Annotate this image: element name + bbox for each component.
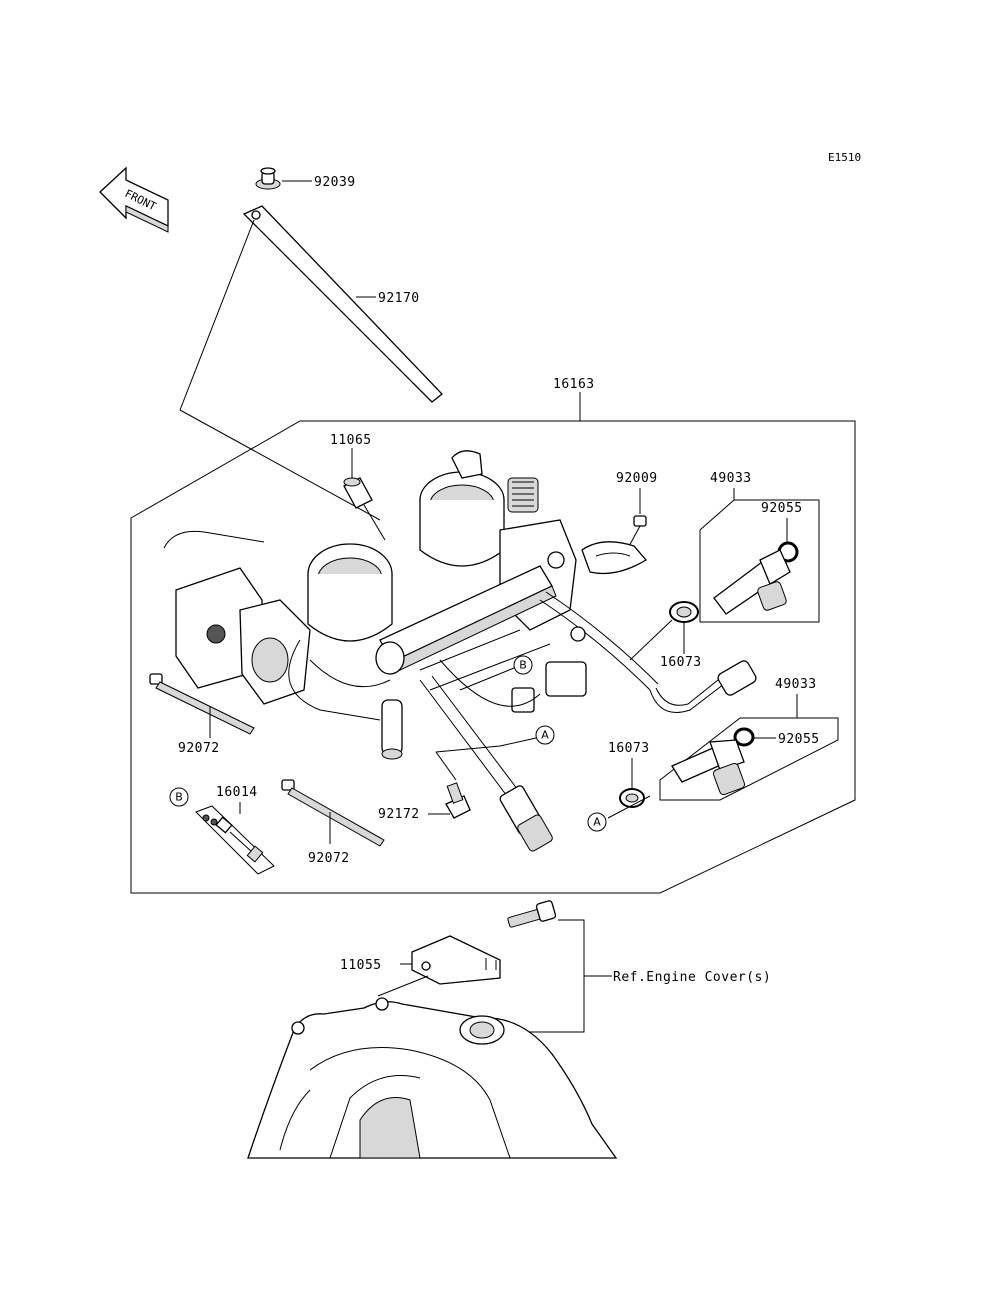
injector-49033-top [713, 549, 791, 615]
part-label-92055-top: 92055 [761, 501, 803, 516]
plug-11065 [343, 477, 373, 509]
part-label-16014: 16014 [216, 785, 258, 800]
part-label-16163: 16163 [553, 377, 595, 392]
injector-49033-bottom [671, 739, 746, 796]
screw-kit-16014 [202, 814, 264, 863]
bolt-11055 [507, 900, 557, 928]
engine-cover [247, 997, 618, 1159]
grommet-92039 [255, 167, 281, 190]
part-label-11065: 11065 [330, 433, 372, 448]
bracket-11055 [411, 935, 501, 985]
part-label-49033-top: 49033 [710, 471, 752, 486]
part-label-11055: 11055 [340, 958, 382, 973]
callout-b-lower: B [175, 791, 183, 804]
part-label-92009: 92009 [616, 471, 658, 486]
bolt-92009 [627, 515, 647, 549]
cable-tie-92072-left [149, 673, 255, 735]
part-label-16073-top: 16073 [660, 655, 702, 670]
front-arrow-icon: FRONT [99, 166, 169, 233]
part-label-92039: 92039 [314, 175, 356, 190]
strap-92170 [242, 205, 443, 403]
reference-label: Ref.Engine Cover(s) [613, 970, 771, 985]
o-ring-92055-bottom [733, 727, 755, 747]
part-label-92172: 92172 [378, 807, 420, 822]
part-label-92072-left: 92072 [178, 741, 220, 756]
callout-a-lower: A [593, 816, 601, 829]
diagram-id: E1510 [828, 151, 861, 164]
assembly-boundary-16163 [130, 420, 856, 894]
screw-92172 [445, 782, 471, 819]
callout-b-upper: B [519, 659, 527, 672]
cable-tie-92072-bottom [281, 779, 385, 847]
throttle-body [163, 450, 659, 852]
part-label-92072-bottom: 92072 [308, 851, 350, 866]
part-label-92055-bottom: 92055 [778, 732, 820, 747]
part-label-49033-bottom: 49033 [775, 677, 817, 692]
clamp-92009 [581, 541, 647, 575]
part-label-16073-bottom: 16073 [608, 741, 650, 756]
hose-connector [717, 660, 757, 696]
callout-a-upper: A [541, 729, 549, 742]
part-label-92170: 92170 [378, 291, 420, 306]
